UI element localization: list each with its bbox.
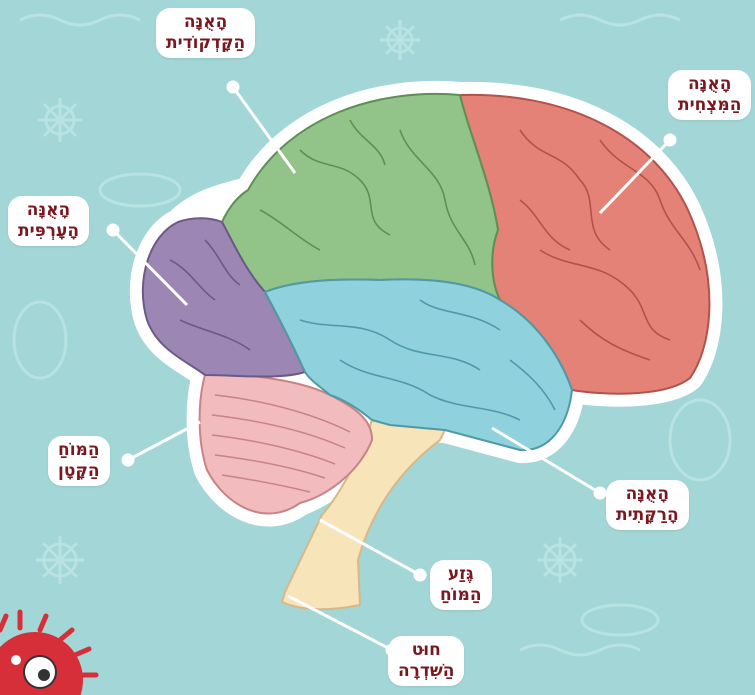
occipital-lobe-label-line1: הָאֻנָּה — [18, 200, 79, 221]
parietal-lobe-label: הָאֻנָּה הַקָּדְקוֹדִית — [156, 8, 255, 58]
spinal-cord-label-line2: הַשִּׁדְרָה — [398, 661, 454, 682]
brainstem-label-line1: גֶּזַע — [440, 564, 482, 585]
occipital-lobe-label: הָאֻנָּה הָעָרְפִּית — [8, 196, 89, 246]
parietal-lobe-label-line2: הַקָּדְקוֹדִית — [166, 33, 245, 54]
parietal-lobe — [222, 94, 500, 300]
frontal-lobe-label-line1: הָאֻנָּה — [678, 74, 741, 95]
spinal-cord-label-line1: חוּט — [398, 640, 454, 661]
frontal-lobe-label: הָאֻנָּה הַמִּצְחִית — [668, 70, 751, 120]
temporal-lobe-label-line2: הָרַקָּתִית — [616, 505, 679, 526]
brainstem-label-line2: הַמּוֹחַ — [440, 585, 482, 606]
parietal-lobe-label-line1: הָאֻנָּה — [166, 12, 245, 33]
occipital-lobe-label-line2: הָעָרְפִּית — [18, 221, 79, 242]
frontal-lobe-label-line2: הַמִּצְחִית — [678, 95, 741, 116]
cerebellum-label-line1: הַמּוֹחַ — [58, 440, 100, 461]
temporal-lobe-label-line1: הָאֻנָּה — [616, 484, 679, 505]
cerebellum-label-line2: הַקָּטָן — [58, 461, 100, 482]
spinal-cord-label: חוּט הַשִּׁדְרָה — [388, 636, 464, 686]
cerebellum-label: הַמּוֹחַ הַקָּטָן — [48, 436, 110, 486]
temporal-lobe-label: הָאֻנָּה הָרַקָּתִית — [606, 480, 689, 530]
brainstem-label: גֶּזַע הַמּוֹחַ — [430, 560, 492, 610]
virus-mascot — [0, 612, 96, 695]
